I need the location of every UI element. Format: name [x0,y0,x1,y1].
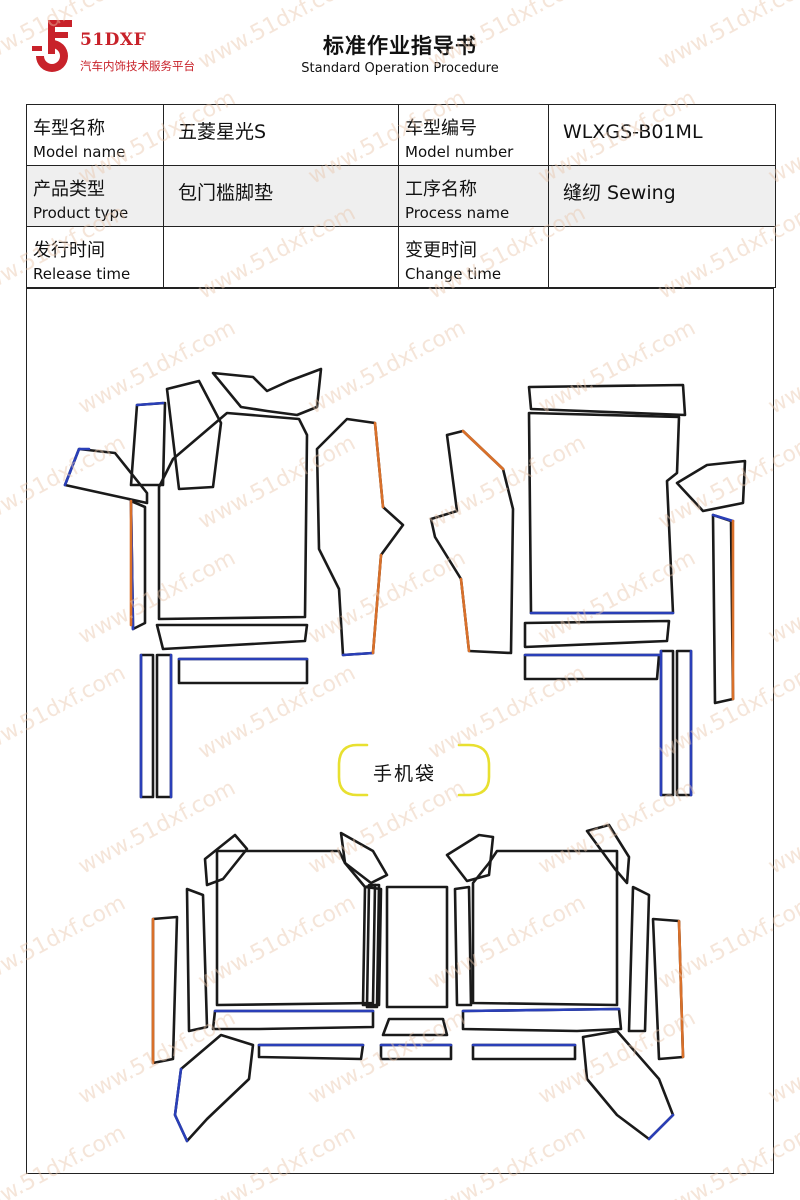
mat-piece-front-right-top [527,383,687,417]
model-name-label-cn: 车型名称 [33,118,105,139]
product-type-label-en: Product type [33,204,129,222]
mat-piece-rear-left-top-corner [203,833,249,887]
mat-piece-rear-left-side [185,887,209,1033]
mat-piece-front-left-flap [129,401,167,487]
product-type-label-cn: 产品类型 [33,179,105,200]
model-name-label-cell: 车型名称 Model name [26,104,164,166]
model-number-value: WLXGS-B01ML [563,121,703,143]
mat-piece-front-left-rail-a [139,653,155,799]
mat-piece-center-sill [381,1017,449,1037]
info-table: 车型名称 Model name 五菱星光S 车型编号 Model number … [26,104,776,288]
process-name-label-en: Process name [405,204,510,222]
mat-piece-front-left-upper [165,379,223,491]
mat-piece-front-left-tab [177,657,309,685]
mat-piece-rear-left-sill [211,1009,375,1031]
mat-piece-front-right-rail-a [659,649,675,797]
mat-piece-front-right-door [429,429,515,655]
model-number-label-cn: 车型编号 [405,118,477,139]
release-time-label-en: Release time [33,265,131,283]
mat-piece-rear-left-tab [257,1043,365,1061]
mat-piece-front-left-top [211,367,323,417]
mat-piece-front-right-main [527,411,681,615]
mat-piece-front-right-side [675,459,747,513]
mat-piece-rear-right-tab [471,1043,577,1061]
process-name-label-cell: 工序名称 Process name [398,165,549,227]
mat-piece-front-left-side [63,447,149,505]
mat-piece-rear-left-outer [151,915,179,1065]
phone-pocket-outline [337,743,491,797]
orange-edge-layer [129,421,735,1065]
process-name-value-cell: 缝纫 Sewing [548,165,776,227]
release-time-label-cn: 发行时间 [33,240,105,261]
mat-piece-front-left-door [315,417,405,657]
change-time-label-cn: 变更时间 [405,240,477,261]
model-number-label-en: Model number [405,143,514,161]
pattern-layout-svg [63,367,747,1143]
info-row-model: 车型名称 Model name 五菱星光S 车型编号 Model number … [26,104,776,166]
watermark-text: www.51dxf.com [654,0,800,75]
model-name-value-cell: 五菱星光S [163,104,399,166]
change-time-value-cell [548,226,776,288]
process-name-value: 缝纫 Sewing [563,182,676,204]
model-name-label-en: Model name [33,143,126,161]
change-time-label-en: Change time [405,265,502,283]
release-time-label-cell: 发行时间 Release time [26,226,164,288]
mat-piece-rear-left-top-flap [339,831,389,885]
model-name-value: 五菱星光S [178,121,267,143]
info-row-time: 发行时间 Release time 变更时间 Change time [26,226,776,288]
mat-piece-rear-left-bottom [173,1033,255,1143]
model-number-label-cell: 车型编号 Model number [398,104,549,166]
product-type-value: 包门槛脚垫 [178,182,274,204]
model-number-value-cell: WLXGS-B01ML [548,104,776,166]
brand-logo: 51DXF 汽车内饰技术服务平台 [22,18,232,78]
mat-piece-front-left-main [157,411,309,621]
mat-piece-rear-left-main [215,849,377,1007]
logo-name: 51DXF [80,30,147,50]
mat-piece-front-left-sill [155,623,309,651]
mat-piece-front-right-rail-b [675,649,693,797]
process-name-label-cn: 工序名称 [405,179,477,200]
floor-mat-diagram: 手机袋 [26,288,774,1174]
mat-piece-rear-right-side [627,885,651,1033]
document-title: 标准作业指导书 [323,34,477,58]
mat-piece-front-right-sill [523,619,671,649]
mat-piece-front-right-tab [523,653,661,681]
mat-piece-rear-right-top-corner [585,823,631,885]
blue-edge-layer [63,401,735,1143]
product-type-label-cell: 产品类型 Product type [26,165,164,227]
mat-piece-rear-right-center-strip [453,885,473,1007]
mat-piece-front-right-strip [711,513,735,705]
mat-piece-rear-left-center-strip [361,885,383,1007]
release-time-value-cell [163,226,399,288]
logo-subtitle: 汽车内饰技术服务平台 [80,59,195,73]
mat-piece-rear-right-top-flap [445,833,495,883]
product-type-value-cell: 包门槛脚垫 [163,165,399,227]
mat-piece-front-left-rail-b [155,653,173,799]
mat-piece-rear-right-sill [461,1007,623,1033]
document-subtitle: Standard Operation Procedure [301,61,499,76]
logo-mark-icon [32,20,72,72]
mat-piece-center-left-strip [365,883,381,1009]
info-row-product: 产品类型 Product type 包门槛脚垫 工序名称 Process nam… [26,165,776,227]
phone-pocket-label: 手机袋 [373,763,437,785]
mat-piece-center-tab [379,1043,453,1061]
mat-piece-center-main [385,885,449,1009]
change-time-label-cell: 变更时间 Change time [398,226,549,288]
mat-piece-rear-right-main [471,849,619,1007]
